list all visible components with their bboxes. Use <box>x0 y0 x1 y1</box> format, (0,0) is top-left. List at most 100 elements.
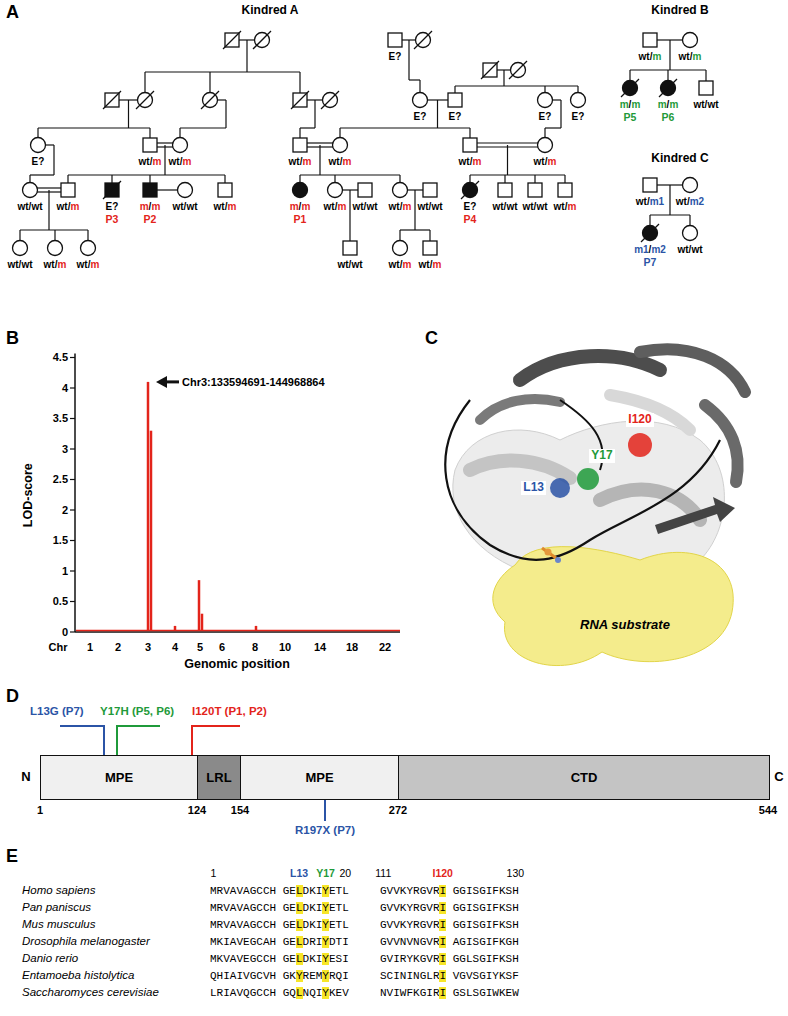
residue: D <box>329 936 336 948</box>
residue: C <box>263 953 270 965</box>
residue: D <box>303 902 310 914</box>
pedigree <box>641 178 698 243</box>
residue: R <box>217 902 224 914</box>
residue: S <box>506 953 513 965</box>
patient-id: P1 <box>294 213 307 225</box>
residue: I <box>466 936 473 948</box>
allele-separator: / <box>180 156 183 167</box>
terminus-label: C <box>774 770 783 785</box>
residue: A <box>230 953 237 965</box>
residue: G <box>479 885 486 897</box>
residue: K <box>289 970 296 982</box>
residue: V <box>387 902 394 914</box>
axis-tick <box>70 509 75 510</box>
allele-separator: / <box>150 156 153 167</box>
residue: G <box>380 953 387 965</box>
allele: E? <box>572 111 585 122</box>
residue: S <box>473 987 480 999</box>
residue: V <box>236 936 243 948</box>
residue: K <box>413 953 420 965</box>
genotype-label: E? <box>414 111 427 123</box>
allele-separator: / <box>88 259 91 270</box>
panel-letter: D <box>6 686 19 707</box>
genotype-label: E? <box>449 111 462 123</box>
residue: V <box>236 902 243 914</box>
deceased-slash <box>621 79 639 97</box>
residue: F <box>492 953 499 965</box>
residue: E <box>289 885 296 897</box>
helix <box>640 349 745 392</box>
residue: K <box>499 953 506 965</box>
axis-tick <box>70 570 75 571</box>
genotype-label: wt/wt <box>173 201 198 213</box>
allele: wt <box>214 201 225 212</box>
residue: V <box>223 919 230 931</box>
allele: wt <box>77 259 88 270</box>
panel-letter: C <box>425 328 438 349</box>
deceased-slash <box>461 181 479 199</box>
residue: W <box>492 987 499 999</box>
atom <box>555 557 561 563</box>
pedigree-line <box>339 128 340 138</box>
chromosome-label: Chr <box>49 641 68 654</box>
genotype-label: wt/m <box>139 156 162 168</box>
male-symbol <box>61 183 75 197</box>
pedigree-line <box>477 142 538 143</box>
pedigree-line <box>45 144 54 145</box>
allele: wt <box>366 201 377 212</box>
residue: S <box>506 902 513 914</box>
pedigree-line <box>54 230 55 241</box>
residue: A <box>230 885 237 897</box>
allele: m <box>547 156 556 167</box>
allele: wt <box>289 156 300 167</box>
helix <box>705 405 738 482</box>
axis-title: Genomic position <box>184 657 290 671</box>
domain-box: CTD <box>398 755 770 800</box>
residue: I <box>439 919 446 931</box>
male-symbol <box>448 93 462 107</box>
pedigree-line <box>504 175 505 183</box>
deceased-slash <box>136 91 154 109</box>
residue: K <box>499 970 506 982</box>
allele-separator: / <box>335 201 338 212</box>
male-symbol <box>218 183 232 197</box>
lod-peak <box>201 614 204 631</box>
allele-separator: / <box>68 201 71 212</box>
female-symbol <box>13 241 28 256</box>
residue: G <box>420 987 427 999</box>
column-number: 1 <box>210 867 216 879</box>
residue: G <box>459 902 466 914</box>
sequence: MRVAVAGCCH GELDKIYETL <box>210 919 349 932</box>
mutation-bracket <box>60 726 104 755</box>
domain-name: MPE <box>105 770 133 785</box>
allele-separator: / <box>149 201 152 212</box>
residue: G <box>506 936 513 948</box>
pedigree-line <box>37 128 38 138</box>
residue: G <box>250 919 257 931</box>
pedigree-line <box>419 80 420 93</box>
domain-name: LRL <box>206 770 231 785</box>
residue: I <box>439 953 446 965</box>
residue: N <box>413 936 420 948</box>
residue: E <box>329 919 336 931</box>
pedigree-line <box>299 128 300 138</box>
residue: G <box>479 919 486 931</box>
allele-separator: / <box>225 201 228 212</box>
genotype-label: wt/wt <box>418 201 443 213</box>
residue: I <box>466 885 473 897</box>
allele: m <box>652 51 661 62</box>
pedigree-line <box>705 70 706 81</box>
male-symbol <box>528 183 542 197</box>
residue: G <box>420 936 427 948</box>
residue: S <box>473 919 480 931</box>
residue: I <box>342 970 349 982</box>
residue: V <box>387 987 394 999</box>
axis-tick <box>70 387 75 388</box>
genotype-label: E? <box>389 51 402 63</box>
residue: R <box>329 970 336 982</box>
male-symbol <box>699 81 713 95</box>
residue: H <box>512 936 519 948</box>
residue: G <box>479 902 486 914</box>
genotype-label: wt/m <box>77 259 100 271</box>
genotype-label: E? <box>572 111 585 123</box>
